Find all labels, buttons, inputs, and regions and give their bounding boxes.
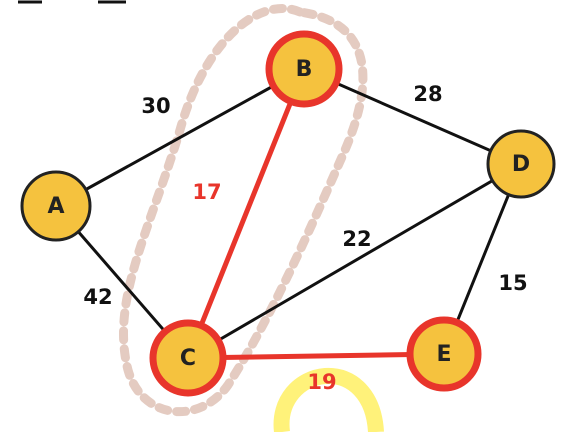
edge-a-b — [54, 67, 306, 208]
edge-weight-c-e: 19 — [307, 370, 336, 394]
node-d[interactable]: D — [486, 129, 556, 199]
node-circle-b[interactable] — [265, 30, 343, 108]
node-circle-e[interactable] — [406, 316, 482, 392]
edge-weight-d-e: 15 — [498, 271, 527, 295]
edge-weight-c-d: 22 — [342, 227, 371, 251]
selection-lasso — [119, 3, 368, 417]
edge-weight-a-c: 42 — [83, 285, 112, 309]
node-e[interactable]: E — [406, 316, 482, 392]
edge-weight-b-d: 28 — [413, 82, 442, 106]
node-c[interactable]: C — [149, 319, 227, 397]
edge-c-e — [185, 351, 447, 361]
node-label-e: E — [436, 342, 451, 367]
node-circle-d[interactable] — [486, 129, 556, 199]
node-label-d: D — [512, 152, 530, 177]
node-circle-a[interactable] — [20, 170, 92, 242]
node-label-c: C — [180, 346, 196, 371]
node-label-b: B — [296, 57, 313, 82]
edge-weight-b-c: 17 — [192, 180, 221, 204]
node-circle-c[interactable] — [149, 319, 227, 397]
edge-b-c — [185, 66, 307, 361]
node-b[interactable]: B — [265, 30, 343, 108]
edge-c-d — [186, 162, 523, 360]
node-a[interactable]: A — [20, 170, 92, 242]
edge-labels-layer: 30 42 28 22 15 17 19 — [83, 82, 527, 394]
edge-weight-a-b: 30 — [141, 94, 170, 118]
highlight-ring — [273, 367, 384, 432]
node-label-a: A — [47, 194, 64, 219]
nodes-layer: A B C D E — [20, 30, 556, 397]
edge-b-d — [302, 67, 523, 166]
